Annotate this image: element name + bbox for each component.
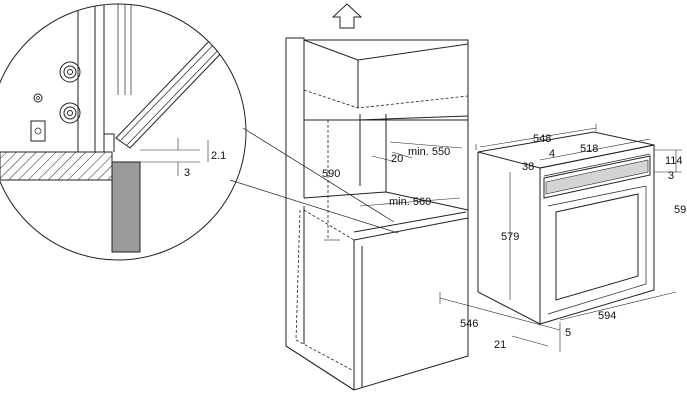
- dim-label-4: 4: [549, 148, 555, 160]
- dim-label-579: 579: [501, 231, 519, 243]
- cabinet-drawing: [285, 3, 469, 391]
- dim-label-5: 5: [565, 327, 571, 339]
- detail-circle-outline: [0, 3, 247, 261]
- screw-icon: [33, 93, 43, 103]
- dim-label-590: 590: [322, 168, 340, 180]
- dim-label-21: 21: [494, 339, 506, 351]
- ventilation-arrow-icon: [331, 3, 363, 29]
- dim-label-548: 548: [533, 133, 551, 145]
- dim-label-59-partial: 59: [674, 204, 686, 216]
- dim-label-3: 3: [668, 170, 674, 182]
- dim-label-20: 20: [391, 153, 403, 165]
- dim-label-3-detail: 3: [184, 167, 190, 179]
- detail-magnifier: 2.1 3: [0, 3, 399, 261]
- bolt-icon: [59, 102, 81, 124]
- dim-label-546: 546: [460, 318, 478, 330]
- dim-label-518: 518: [580, 143, 598, 155]
- dim-label-594: 594: [598, 310, 616, 322]
- oven-drawing: [439, 124, 682, 352]
- bolt-icon: [59, 61, 81, 83]
- dim-label-min-560: min. 560: [389, 196, 431, 208]
- dim-label-114: 114: [665, 155, 683, 167]
- dim-label-38: 38: [522, 161, 534, 173]
- dim-label-2-1: 2.1: [211, 150, 226, 162]
- dim-label-min-550: min. 550: [408, 146, 450, 158]
